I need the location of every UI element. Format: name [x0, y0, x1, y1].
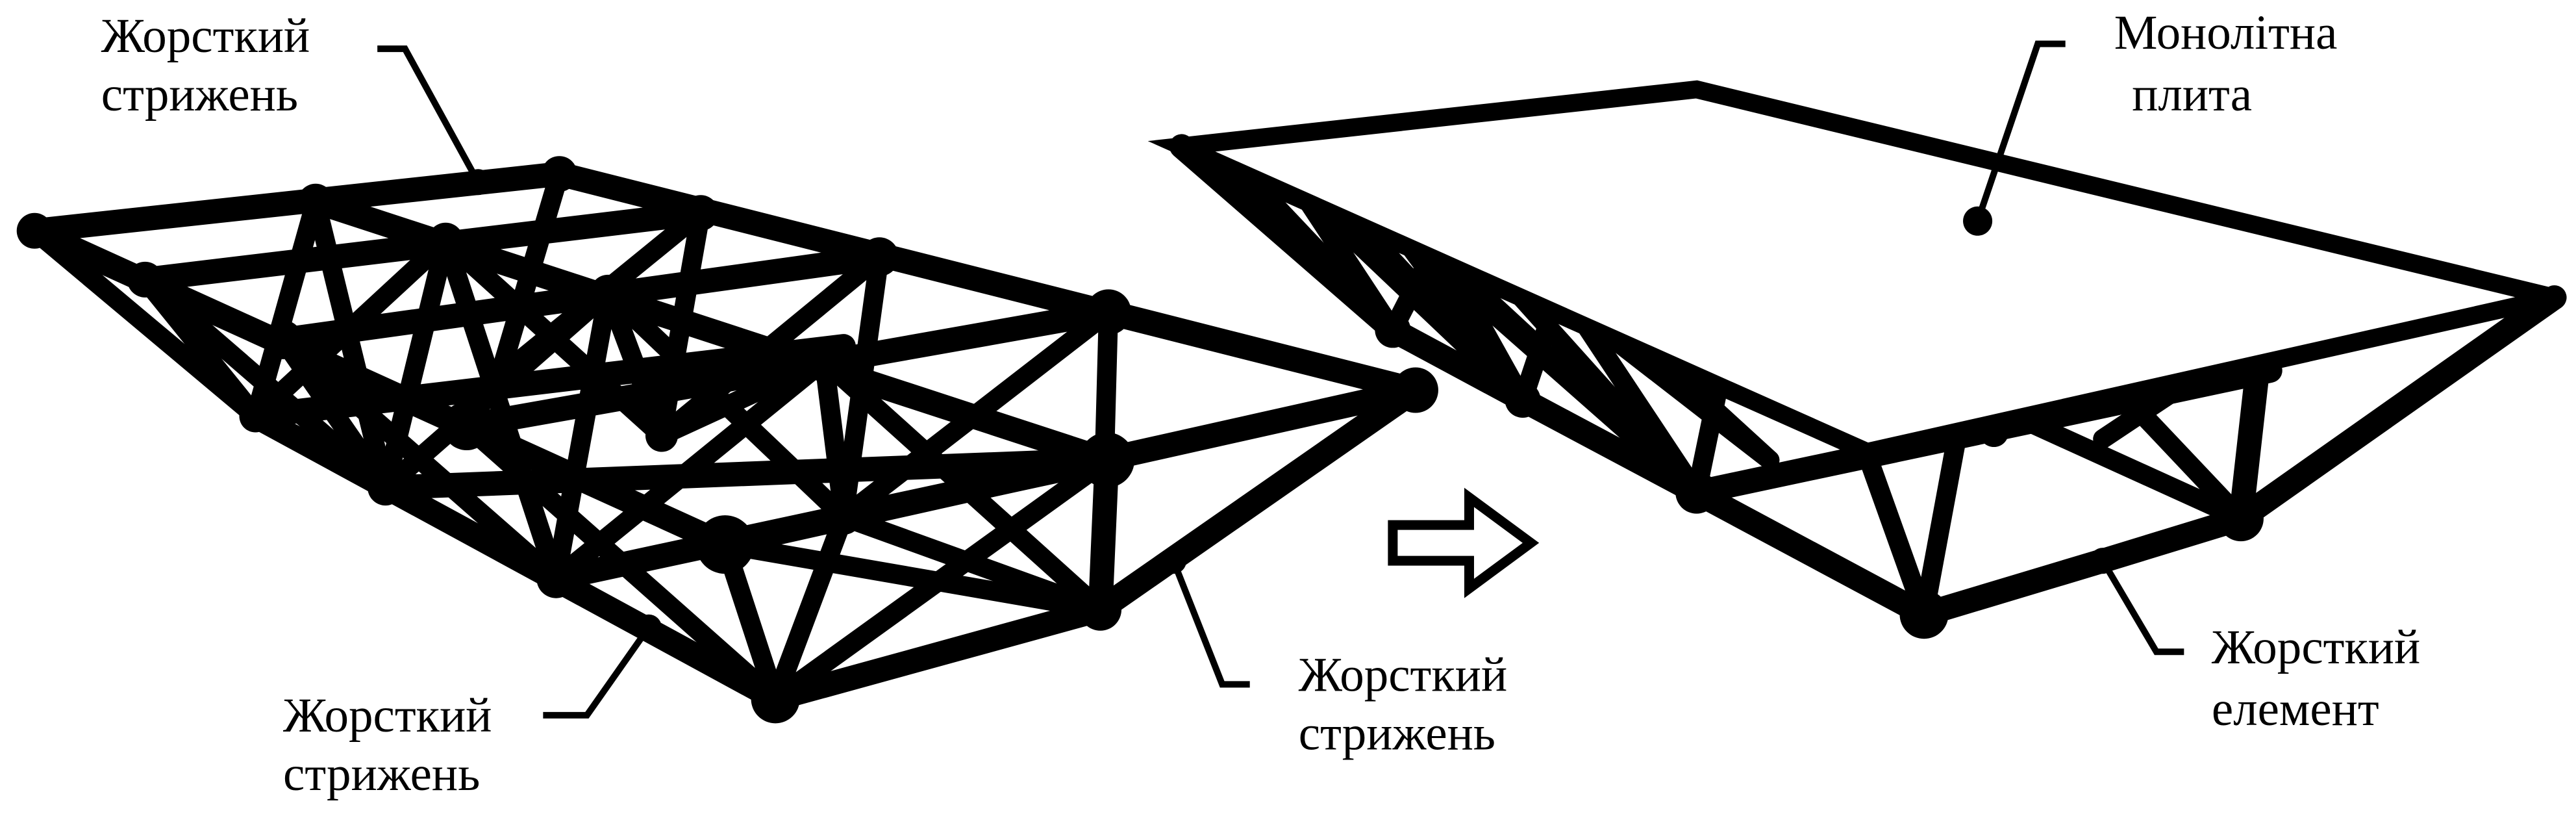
label-bottom-mid-rod: Жорсткий стрижень [1299, 648, 1519, 760]
slab-nodes [1375, 206, 2264, 639]
label-top-left-rod: Жорсткий стрижень [101, 9, 322, 121]
label-slab: Монолітна плита [2114, 6, 2349, 121]
label-rigid-element: Жорсткий елемент [2212, 620, 2432, 736]
monolithic-slab-structure: Монолітна плита Жорсткий елемент [1147, 6, 2567, 736]
label-bottom-left-rod: Жорсткий стрижень [283, 689, 504, 801]
hollow-right-arrow-icon [1388, 487, 1540, 598]
frame-nodes [16, 156, 1438, 724]
slab-plate [1147, 80, 2557, 461]
slab-leaders [1974, 40, 2184, 656]
frame-leaders [377, 45, 1250, 719]
web-diagonals [25, 164, 1425, 709]
space-frame: Жорсткий стрижень Жорсткий стрижень Жорс… [16, 9, 1519, 801]
